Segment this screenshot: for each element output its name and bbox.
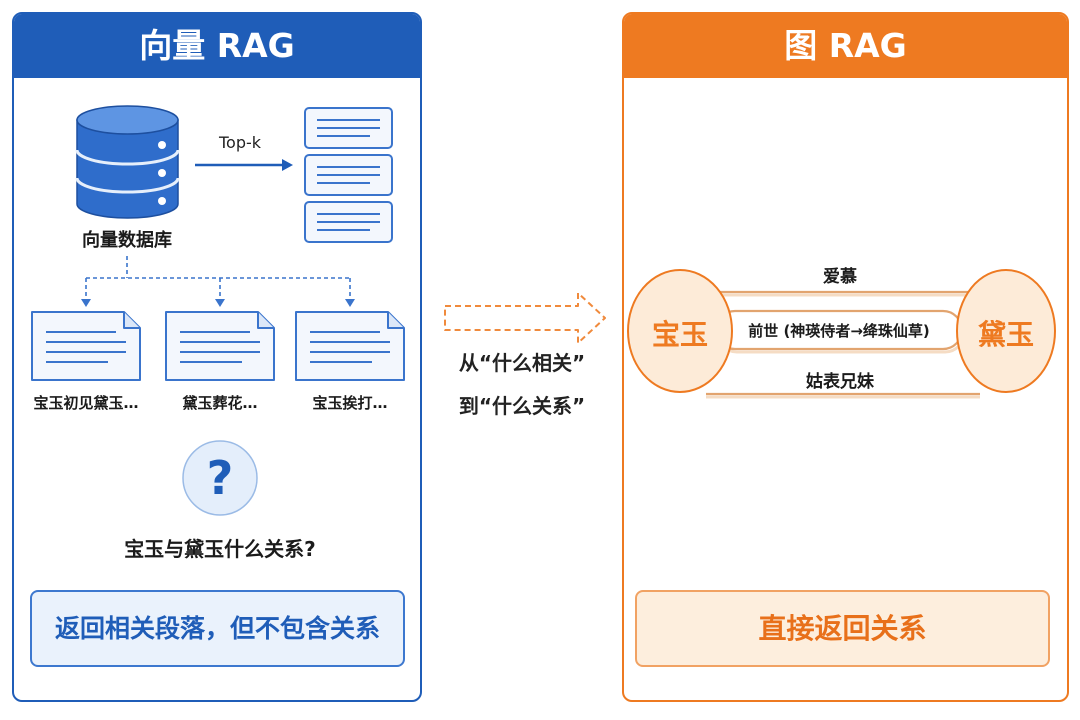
- edge-label: 姑表兄妹: [806, 372, 874, 392]
- edge-label: 爱慕: [823, 267, 857, 287]
- top-k-label: Top-k: [218, 133, 262, 152]
- graph-node-label: 黛玉: [977, 318, 1034, 351]
- dashed-right-arrow-icon: [444, 292, 606, 344]
- passage-label: 宝玉挨打…: [312, 394, 388, 412]
- graph-result-box: 直接返回关系: [635, 590, 1050, 667]
- transition-line-2: 到“什么关系”: [458, 394, 586, 418]
- question-text: 宝玉与黛玉什么关系?: [124, 537, 316, 561]
- graph-node-label: 宝玉: [651, 318, 708, 351]
- transition-line-1: 从“什么相关”: [458, 351, 586, 375]
- passage-label: 宝玉初见黛玉…: [33, 394, 139, 412]
- graph-result-text: 直接返回关系: [758, 612, 927, 645]
- question-mark-glyph: ?: [206, 451, 234, 505]
- database-label: 向量数据库: [82, 230, 172, 251]
- passage-label: 黛玉葬花…: [182, 394, 258, 412]
- vector-result-box: 返回相关段落，但不包含关系: [30, 590, 405, 667]
- vector-rag-title: 向量 RAG: [14, 14, 420, 78]
- vector-result-text: 返回相关段落，但不包含关系: [54, 614, 380, 643]
- edge-label: 前世 (神瑛侍者→绛珠仙草): [748, 322, 930, 340]
- graph-rag-title: 图 RAG: [624, 14, 1067, 78]
